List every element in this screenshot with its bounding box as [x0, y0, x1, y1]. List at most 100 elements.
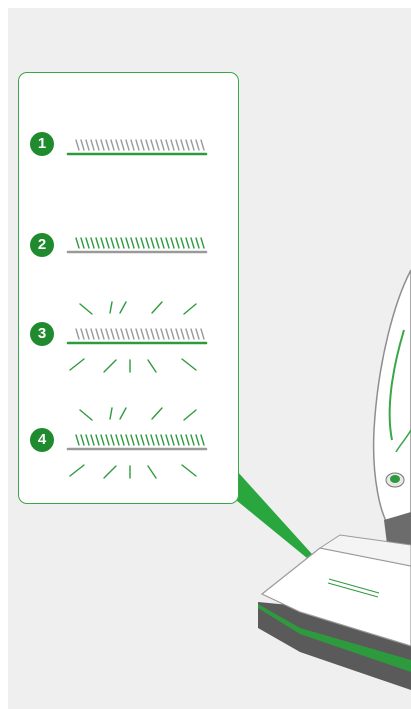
indicator-4-stripe	[126, 435, 129, 445]
indicator-2-stripe	[141, 238, 144, 248]
indicator-3-flash-ray	[120, 302, 126, 313]
indicator-1-stripe	[196, 140, 199, 150]
indicator-3-stripe	[86, 329, 89, 339]
indicator-4-flash-ray	[148, 466, 156, 478]
indicator-1-stripe	[111, 140, 114, 150]
indicator-4-stripe	[131, 435, 134, 445]
indicator-3-stripe	[76, 329, 79, 339]
indicator-4-stripe	[176, 435, 179, 445]
indicator-4-stripe	[151, 435, 154, 445]
indicator-1-stripe	[186, 140, 189, 150]
indicator-3-stripe	[126, 329, 129, 339]
indicator-2-stripe	[101, 238, 104, 248]
indicator-4-flash-ray	[152, 408, 162, 419]
indicator-4-stripe	[106, 435, 109, 445]
indicator-2-stripe	[121, 238, 124, 248]
indicator-2-stripe	[151, 238, 154, 248]
indicator-1-stripe	[201, 140, 204, 150]
indicator-1-stripe	[151, 140, 154, 150]
indicator-2-stripe	[86, 238, 89, 248]
indicator-2-stripe	[186, 238, 189, 248]
indicator-1-stripe	[91, 140, 94, 150]
indicator-4-stripe	[101, 435, 104, 445]
indicator-4-flash-ray	[70, 465, 84, 476]
indicator-1-stripe	[121, 140, 124, 150]
indicator-3-stripe	[156, 329, 159, 339]
indicator-1-stripe	[156, 140, 159, 150]
indicator-1-stripe	[136, 140, 139, 150]
indicator-2-stripe	[196, 238, 199, 248]
indicator-1-stripe	[141, 140, 144, 150]
indicator-2-stripe	[106, 238, 109, 248]
indicator-4-stripe	[161, 435, 164, 445]
indicator-4-stripe	[116, 435, 119, 445]
indicator-3-flash-ray	[184, 304, 196, 314]
indicator-3-flash-ray	[152, 302, 162, 313]
indicator-1-stripe	[126, 140, 129, 150]
indicator-4-flash-ray	[182, 465, 196, 476]
indicator-1-stripe	[76, 140, 79, 150]
indicator-2-stripe	[171, 238, 174, 248]
indicator-3-flash-ray	[70, 359, 84, 370]
indicator-2-stripe	[146, 238, 149, 248]
indicator-3-stripe	[81, 329, 84, 339]
indicator-3-stripe	[141, 329, 144, 339]
indicator-2-stripe	[111, 238, 114, 248]
indicator-4-stripe	[136, 435, 139, 445]
indicator-3-stripe	[111, 329, 114, 339]
indicator-2-stripe	[166, 238, 169, 248]
indicator-1-stripe	[116, 140, 119, 150]
indicator-4-stripe	[181, 435, 184, 445]
indicator-2-stripe	[156, 238, 159, 248]
indicator-3-stripe	[181, 329, 184, 339]
indicator-3-stripe	[201, 329, 204, 339]
indicator-4-stripe	[96, 435, 99, 445]
indicator-1-stripe	[101, 140, 104, 150]
indicator-3-stripe	[136, 329, 139, 339]
indicator-3-stripe	[166, 329, 169, 339]
indicator-4-stripe	[156, 435, 159, 445]
indicator-3-stripe	[146, 329, 149, 339]
indicator-1-stripe	[161, 140, 164, 150]
indicator-2-stripe	[201, 238, 204, 248]
indicator-4-flash-ray	[80, 410, 92, 420]
indicator-3-stripe	[196, 329, 199, 339]
indicator-2-stripe	[96, 238, 99, 248]
indicator-3-stripe	[101, 329, 104, 339]
indicator-3-stripe	[176, 329, 179, 339]
indicator-4-stripe	[121, 435, 124, 445]
indicator-2-stripe	[116, 238, 119, 248]
indicator-3-stripe	[106, 329, 109, 339]
indicator-3-stripe	[186, 329, 189, 339]
indicator-1-stripe	[181, 140, 184, 150]
indicator-1-stripe	[96, 140, 99, 150]
indicator-3-flash-ray	[110, 302, 112, 313]
indicator-4-stripe	[186, 435, 189, 445]
indicator-4-stripe	[111, 435, 114, 445]
indicator-4-stripe	[86, 435, 89, 445]
indicator-4-stripe	[91, 435, 94, 445]
indicator-1-stripe	[131, 140, 134, 150]
indicator-4-stripe	[76, 435, 79, 445]
indicator-4-stripe	[146, 435, 149, 445]
indicator-1-stripe	[166, 140, 169, 150]
indicator-3-stripe	[151, 329, 154, 339]
indicator-4-stripe	[81, 435, 84, 445]
indicator-1-stripe	[146, 140, 149, 150]
indicator-3-flash-ray	[80, 304, 92, 314]
indicator-4-flash-ray	[184, 410, 196, 420]
indicator-3-stripe	[116, 329, 119, 339]
indicator-4-stripe	[191, 435, 194, 445]
indicator-1-stripe	[86, 140, 89, 150]
indicator-3-flash-ray	[104, 360, 116, 372]
indicator-4-flash-ray	[120, 408, 126, 419]
indicator-4-stripe	[171, 435, 174, 445]
indicator-4-flash-ray	[110, 408, 112, 419]
indicator-1-stripe	[191, 140, 194, 150]
indicator-3-stripe	[131, 329, 134, 339]
indicator-3-stripe	[96, 329, 99, 339]
indicator-4-stripe	[201, 435, 204, 445]
indicator-2-stripe	[91, 238, 94, 248]
indicator-2-stripe	[126, 238, 129, 248]
indicator-1-stripe	[171, 140, 174, 150]
